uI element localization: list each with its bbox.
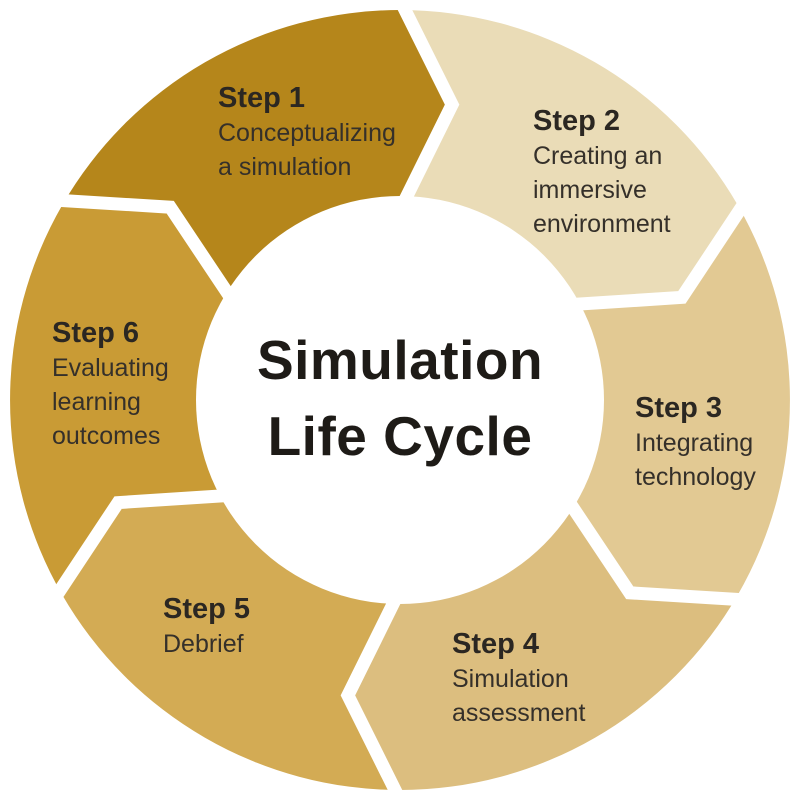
step-1-desc-line: Conceptualizing [218,119,396,147]
step-4-desc-line: assessment [452,699,586,727]
gap-step6-step1 [53,193,241,309]
step-5-desc-line: Debrief [163,630,244,658]
step-6-heading: Step 6 [52,317,140,349]
step-2-desc-line: immersive [533,176,647,204]
step-1-desc-line: a simulation [218,153,352,181]
step-1-label: Step 1 Conceptualizing a simulation [218,80,396,184]
gap-step5-step6 [48,488,236,604]
diagram-title-line-2: Life Cycle [267,405,533,467]
step-6-desc-line: outcomes [52,422,161,450]
diagram-title-line-1: Simulation [256,329,544,391]
gap-step3-step4 [559,491,747,607]
step-6-desc-line: Evaluating [52,354,169,382]
step-2-label: Step 2 Creating an immersive environment [533,103,671,241]
segment-step-4-shape [347,501,738,790]
step-6-label: Step 6 Evaluating learning outcomes [52,315,169,453]
step-2-heading: Step 2 [533,105,621,137]
center-circle [196,196,604,604]
step-4-desc-line: Simulation [452,665,569,693]
segment-step-1-shape [62,10,453,299]
step-2-desc-line: environment [533,210,671,238]
step-1-heading: Step 1 [218,82,306,114]
gap-step2-step3 [564,196,752,312]
segment-gaps [48,0,752,800]
gap-step1-step2 [394,0,460,213]
step-3-heading: Step 3 [635,392,723,424]
step-3-desc-line: Integrating [635,429,754,457]
step-4-label: Step 4 Simulation assessment [452,626,585,730]
step-2-desc-line: Creating an [533,142,663,170]
diagram-title: Simulation Life Cycle [0,322,800,474]
step-3-label: Step 3 Integrating technology [635,390,756,494]
step-3-desc-line: technology [635,463,756,491]
gap-step4-step5 [340,587,406,800]
step-4-heading: Step 4 [452,628,540,660]
step-5-label: Step 5 Debrief [163,591,250,661]
step-5-heading: Step 5 [163,593,251,625]
segment-step-2-shape [400,10,738,299]
segment-step-5-shape [62,501,401,790]
step-6-desc-line: learning [52,388,141,416]
